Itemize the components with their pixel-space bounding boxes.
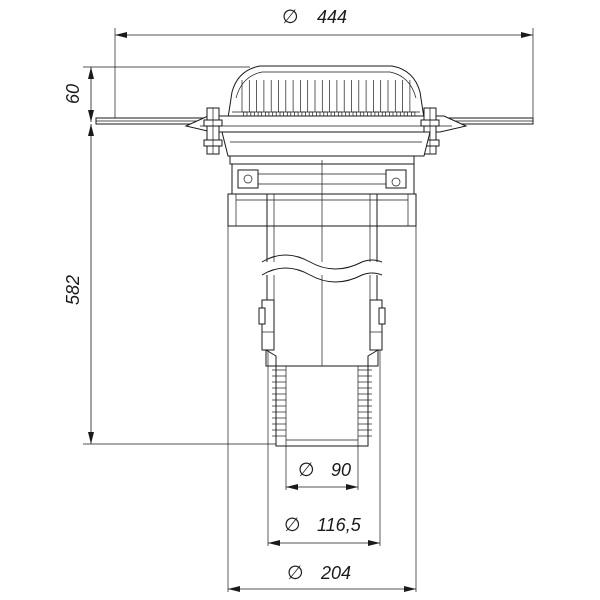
upper-housing: [221, 131, 431, 227]
dimension-body-height: 582: [63, 124, 282, 445]
outlet-pipe: [261, 160, 383, 440]
ribbed-spigot: [272, 365, 372, 447]
diameter-symbol: ∅: [298, 459, 315, 481]
grate-dome: [227, 65, 425, 119]
body-height-label: 582: [63, 275, 83, 305]
left-bolt: [203, 107, 223, 155]
diameter-symbol: ∅: [282, 6, 299, 28]
outlet-inner-diameter-label: 90: [331, 460, 351, 480]
flange-diameter-label: 444: [317, 7, 347, 27]
diameter-symbol: ∅: [287, 562, 304, 584]
dimension-grate-height: 60: [63, 66, 250, 122]
spigot-ribs: [272, 369, 372, 437]
outlet-outer-diameter-label: 116,5: [317, 515, 362, 535]
grate-height-label: 60: [63, 84, 83, 104]
dimension-outlet-inner-diameter: ∅ 90: [286, 459, 358, 490]
extension-lines: [227, 226, 417, 592]
diameter-symbol: ∅: [284, 514, 301, 536]
dimension-flange-diameter: ∅ 444: [114, 6, 534, 122]
connection-sleeve: [258, 299, 386, 367]
dimension-outlet-outer-diameter: ∅ 116,5: [268, 514, 380, 546]
body-diameter-label: 204: [320, 563, 351, 583]
dimension-body-diameter: ∅ 204: [228, 562, 416, 592]
